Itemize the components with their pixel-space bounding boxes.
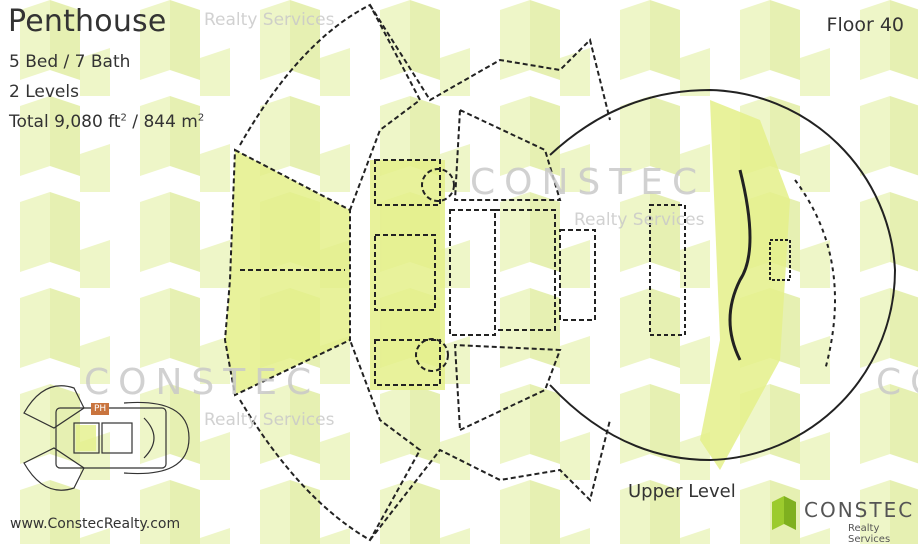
key-plan	[23, 385, 190, 491]
penthouse-marker: PH	[91, 403, 110, 415]
total-area-m: / 844 m	[126, 112, 198, 132]
total-area: Total 9,080 ft2 / 844 m2	[9, 112, 204, 132]
watermark-sub: Realty Services	[204, 10, 335, 30]
watermark-sub: Realty Services	[574, 210, 705, 230]
m-squared: 2	[197, 112, 205, 124]
master-wing	[549, 88, 897, 462]
ft-squared: 2	[120, 112, 127, 124]
floor-number: Floor 40	[826, 14, 904, 36]
watermark-brand: CONSTEC	[876, 362, 918, 403]
bed-bath: 5 Bed / 7 Bath	[9, 52, 131, 72]
wing-top	[239, 3, 422, 211]
constec-logo: CONSTEC Realty Services	[768, 494, 915, 545]
levels: 2 Levels	[9, 82, 79, 102]
logo-sub: Realty Services	[848, 523, 891, 545]
highlight-zones	[225, 100, 790, 470]
page-title: Penthouse	[8, 4, 167, 39]
watermark-brand: CONSTEC	[470, 162, 707, 203]
watermark-sub: Realty Services	[204, 410, 335, 430]
level-label: Upper Level	[628, 481, 736, 502]
logo-name: CONSTEC	[804, 498, 915, 522]
total-area-ft: Total 9,080 ft	[9, 112, 121, 132]
wing-bottom	[239, 339, 422, 542]
website-link[interactable]: www.ConstecRealty.com	[10, 516, 181, 532]
logo-icon	[772, 496, 796, 530]
watermark-brand: CONSTEC	[84, 362, 321, 403]
